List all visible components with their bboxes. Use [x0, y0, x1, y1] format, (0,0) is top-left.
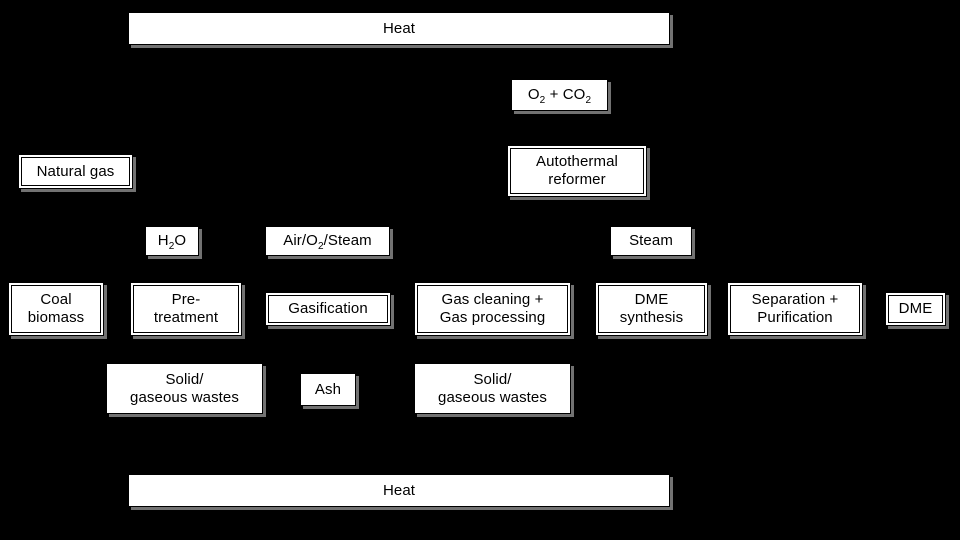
h2o-input[interactable]: H2O — [145, 226, 199, 256]
h2o-subscript: 2 — [168, 241, 175, 253]
o2-co2-label: O2 + CO2 — [527, 86, 592, 107]
solid-gaseous-wastes-right[interactable]: Solid/ gaseous wastes — [414, 363, 571, 414]
connector-gascleaning-to-wastes-right — [491, 337, 493, 363]
connector-steam-to-dmesynthesis — [650, 256, 652, 282]
connector-pretreatment-to-gasification — [242, 308, 265, 310]
connector-gasification-to-gascleaning — [391, 308, 414, 310]
air-o2-steam-label: Air/O2/Steam — [283, 232, 372, 253]
natural-gas-input[interactable]: Natural gas — [18, 154, 133, 189]
heat-bar-top-label: Heat — [382, 19, 416, 37]
solid-gaseous-wastes-right-label: Solid/ gaseous wastes — [438, 370, 547, 406]
heat-bar-bottom[interactable]: Heat — [128, 474, 670, 507]
natural-gas-label: Natural gas — [36, 162, 115, 180]
heat-bar-bottom-label: Heat — [382, 481, 416, 499]
dme-product-label: DME — [898, 300, 933, 318]
autothermal-reformer-label: Autothermal reformer — [536, 153, 618, 188]
connector-gasification-to-ash — [327, 326, 329, 373]
connector-dmesynthesis-to-separation — [708, 308, 727, 310]
pre-treatment-unit[interactable]: Pre- treatment — [130, 282, 242, 336]
solid-gaseous-wastes-left[interactable]: Solid/ gaseous wastes — [106, 363, 263, 414]
connector-heat-bottom-spine — [398, 455, 400, 475]
steam-label: Steam — [629, 232, 673, 250]
dme-product-output[interactable]: DME — [885, 292, 946, 326]
gasification-label: Gasification — [288, 300, 368, 318]
pre-treatment-label: Pre- treatment — [153, 291, 219, 326]
autothermal-reformer-unit[interactable]: Autothermal reformer — [507, 145, 647, 197]
connector-pretreatment-to-wastes-left — [185, 337, 187, 363]
steam-input[interactable]: Steam — [610, 226, 692, 256]
ash-label: Ash — [314, 380, 342, 398]
connector-h2o-to-pretreatment — [171, 256, 173, 282]
co2-subscript: 2 — [585, 95, 592, 107]
h2o-label: H2O — [157, 232, 187, 253]
air-o2-steam-input[interactable]: Air/O2/Steam — [265, 226, 390, 256]
connector-o2co2-to-reformer — [558, 111, 560, 145]
dme-synthesis-label: DME synthesis — [619, 291, 684, 326]
air-o2-subscript: 2 — [317, 241, 324, 253]
gasification-unit[interactable]: Gasification — [265, 292, 391, 326]
o2-co2-input[interactable]: O2 + CO2 — [511, 79, 608, 111]
connector-naturalgas-to-reformer — [134, 170, 507, 172]
ash-output[interactable]: Ash — [300, 373, 356, 406]
connector-reformer-to-gascleaning — [541, 197, 543, 282]
separation-purification-label: Separation + Purification — [751, 291, 839, 326]
o2-subscript: 2 — [539, 95, 546, 107]
connector-airo2steam-to-gasification — [327, 256, 329, 292]
separation-purification-unit[interactable]: Separation + Purification — [727, 282, 863, 336]
heat-bar-top[interactable]: Heat — [128, 12, 670, 45]
gas-cleaning-processing-unit[interactable]: Gas cleaning + Gas processing — [414, 282, 571, 336]
coal-biomass-label: Coal biomass — [27, 291, 85, 326]
dme-synthesis-unit[interactable]: DME synthesis — [595, 282, 708, 336]
connector-coal-to-pretreatment — [104, 308, 130, 310]
gas-cleaning-processing-label: Gas cleaning + Gas processing — [439, 291, 546, 326]
connector-heat-top-spine — [398, 45, 400, 65]
coal-biomass-feedstock[interactable]: Coal biomass — [8, 282, 104, 336]
connector-gascleaning-to-dmesynthesis — [571, 308, 595, 310]
solid-gaseous-wastes-left-label: Solid/ gaseous wastes — [130, 370, 239, 406]
connector-separation-to-dme — [863, 308, 885, 310]
